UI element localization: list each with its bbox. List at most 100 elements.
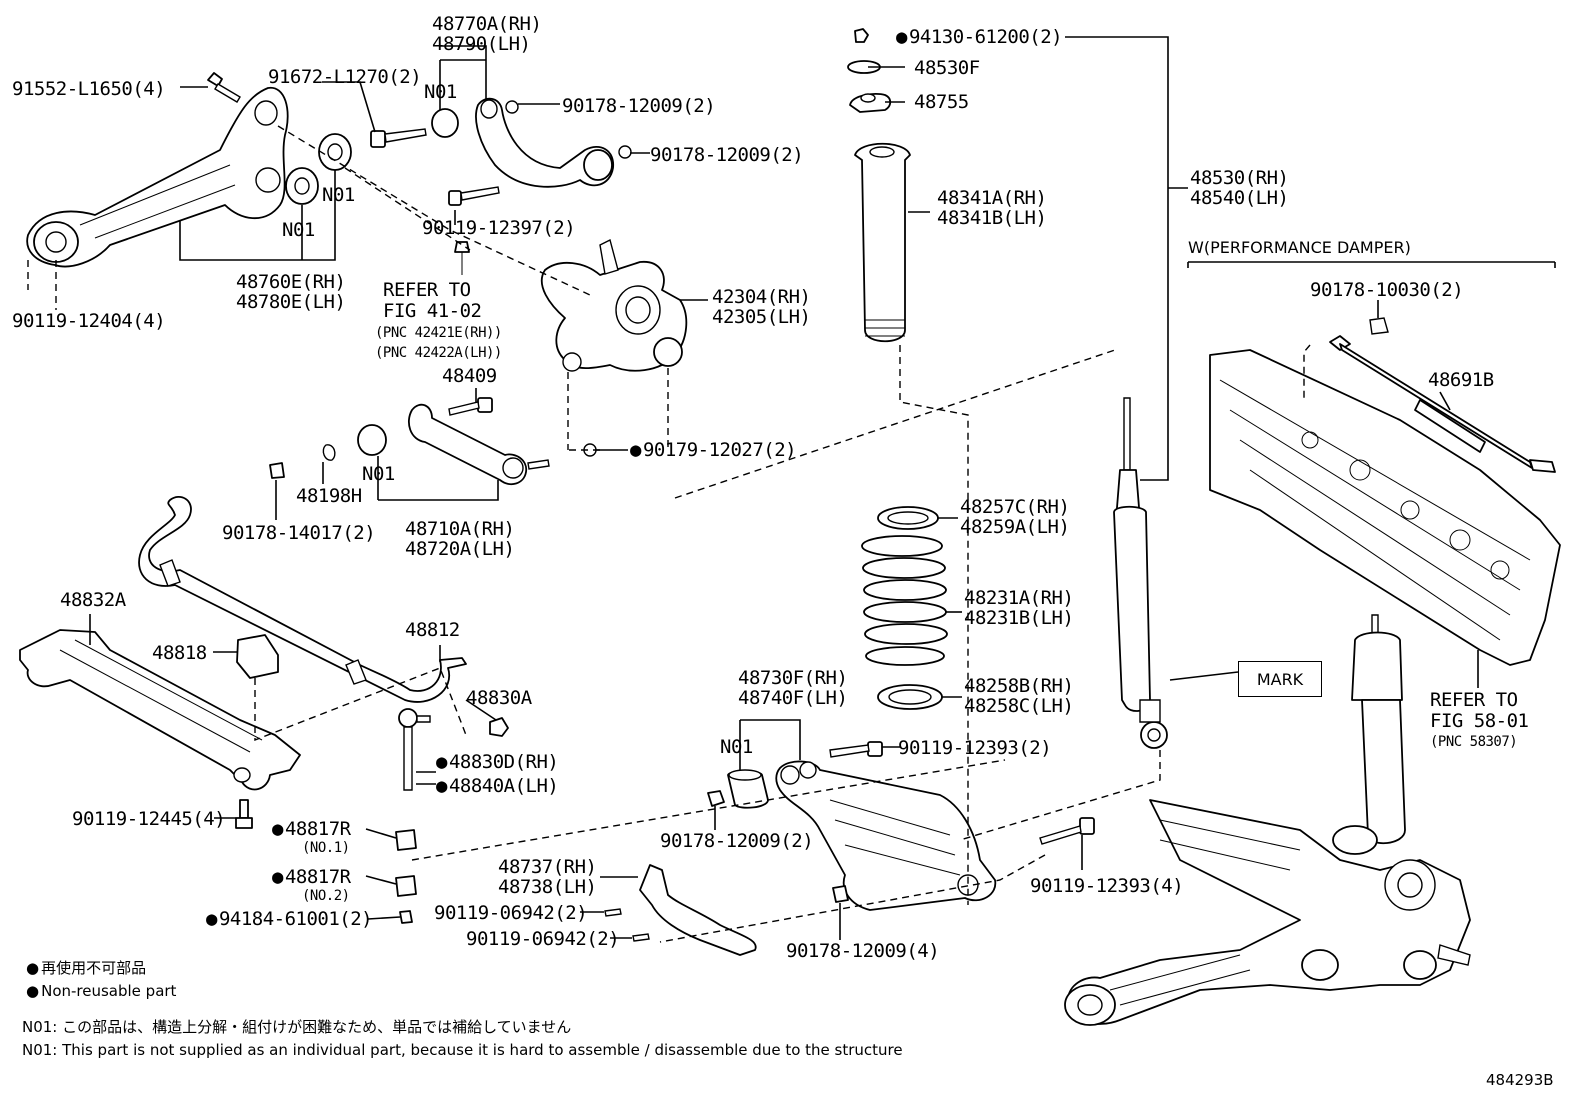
bolt-48409: [448, 397, 493, 416]
label-n01: N01: [424, 81, 457, 103]
label-42304: 42304(RH): [712, 286, 811, 308]
assembled-suspension: [1064, 614, 1471, 1026]
label-48760e: 48760E(RH): [236, 271, 346, 293]
nut-90178-14017: [269, 462, 285, 479]
label-no2: (NO.2): [302, 888, 350, 904]
stabilizer-bar: [138, 495, 467, 703]
label-90178-14017: 90178-14017(2): [222, 522, 376, 544]
label-90119-06942: 90119-06942(2): [434, 902, 588, 924]
legend-n01-en: N01: This part is not supplied as an ind…: [22, 1041, 903, 1059]
label-90119-12397: 90119-12397(2): [422, 217, 576, 239]
support-48755: [849, 92, 892, 113]
knuckle: [540, 238, 688, 372]
label-48738: 48738(LH): [498, 876, 597, 898]
label-90119-12393-b: 90119-12393(4): [1030, 875, 1184, 897]
link-48710: [408, 403, 527, 486]
label-90178-12009-c: 90178-12009(2): [660, 830, 814, 852]
legend-n01-jp: N01: この部品は、構造上分解・組付けが困難なため、単品では補給していません: [22, 1018, 572, 1036]
label-48818: 48818: [152, 642, 207, 664]
label-refer-fig-58-num: FIG 58-01: [1430, 710, 1529, 732]
leader-lines: [89, 36, 1556, 940]
label-90119-12445: 90119-12445(4): [72, 808, 226, 830]
label-48530: 48530(RH): [1190, 167, 1289, 189]
label-48231a: 48231A(RH): [964, 587, 1074, 609]
label-90178-12009-b: 90178-12009(2): [650, 144, 804, 166]
label-48231b: 48231B(LH): [964, 607, 1074, 629]
label-n01-c: N01: [282, 219, 315, 241]
label-n01-b: N01: [322, 184, 355, 206]
trailing-arm: [26, 87, 289, 268]
label-n01-d: N01: [362, 463, 395, 485]
nut-b: [618, 145, 632, 159]
stabilizer-bushing: [236, 634, 279, 679]
label-90119-06942-b: 90119-06942(2): [466, 928, 620, 950]
cushion-no1: [395, 829, 417, 851]
nut-lower-arm: [707, 790, 725, 807]
label-42305: 42305(LH): [712, 306, 811, 328]
label-pnc-58307: (PNC 58307): [1430, 734, 1518, 750]
label-48257c: 48257C(RH): [960, 496, 1070, 518]
bolt-90119-12393-b: [1039, 817, 1095, 845]
nut-90178-12009-d: [832, 885, 849, 903]
label-48198h: 48198H: [296, 485, 362, 507]
bracket-48832a: [19, 629, 301, 791]
lower-arm: [775, 760, 997, 911]
label-refer-fig-58: REFER TO: [1430, 689, 1518, 711]
bolt-90119-12445: [235, 799, 253, 829]
washer-48198h: [322, 444, 336, 461]
cover-48737: [639, 864, 757, 956]
bushing-n01-a: [431, 108, 459, 138]
label-48790: 48790(LH): [432, 33, 531, 55]
floor-panel: [1209, 349, 1561, 666]
bolt-91552: [207, 72, 241, 103]
coil-spring: [861, 535, 948, 666]
label-48740f: 48740F(LH): [738, 687, 848, 709]
label-90179-12027: 90179-12027(2): [630, 440, 797, 460]
label-48770a: 48770A(RH): [432, 13, 542, 35]
label-48832a: 48832A: [60, 589, 126, 611]
label-48341b: 48341B(LH): [937, 207, 1047, 229]
label-48840a: 48840A(LH): [436, 776, 559, 796]
label-48409: 48409: [442, 365, 497, 387]
nut-94184: [399, 910, 413, 924]
label-refer-fig-41-num: FIG 41-02: [383, 300, 482, 322]
label-91672: 91672-L1270(2): [268, 66, 422, 88]
label-94130: 94130-61200(2): [896, 27, 1063, 47]
label-48530f: 48530F: [914, 57, 980, 79]
label-91552: 91552-L1650(4): [12, 78, 166, 100]
label-48817r-no2: 48817R: [272, 867, 351, 887]
nut-94130: [854, 28, 869, 43]
label-48258c: 48258C(LH): [964, 695, 1074, 717]
bolt-small-knuckle: [454, 241, 470, 253]
label-94184: 94184-61001(2): [206, 909, 373, 929]
label-48259a: 48259A(LH): [960, 516, 1070, 538]
label-90178-12009-d: 90178-12009(4): [786, 940, 940, 962]
label-performance-damper: W(PERFORMANCE DAMPER): [1188, 238, 1411, 257]
label-48830d: 48830D(RH): [436, 752, 559, 772]
label-48755: 48755: [914, 91, 969, 113]
label-48780e: 48780E(LH): [236, 291, 346, 313]
label-pnc-42422a: (PNC 42422A(LH)): [375, 345, 502, 361]
cushion-no2: [395, 875, 417, 897]
label-pnc-42421e: (PNC 42421E(RH)): [375, 325, 502, 341]
label-48258b: 48258B(RH): [964, 675, 1074, 697]
bushing-lower-arm: [727, 769, 769, 809]
stabilizer-link: [398, 708, 509, 791]
bolt-91672: [370, 128, 427, 148]
label-48730f: 48730F(RH): [738, 667, 848, 689]
dashed-lines: [27, 125, 1311, 943]
label-48341a: 48341A(RH): [937, 187, 1047, 209]
label-48817r-no1: 48817R: [272, 819, 351, 839]
label-48720a: 48720A(LH): [405, 538, 515, 560]
label-48710a: 48710A(RH): [405, 518, 515, 540]
label-48540: 48540(LH): [1190, 187, 1289, 209]
bound-stopper-48341: [854, 142, 911, 343]
label-no1: (NO.1): [302, 840, 350, 856]
label-refer-fig-41: REFER TO: [383, 279, 471, 301]
bolt-90119-12393: [829, 741, 883, 758]
label-90119-12393: 90119-12393(2): [898, 737, 1052, 759]
figure-id: 484293B: [1486, 1071, 1554, 1089]
label-48691b: 48691B: [1428, 369, 1494, 391]
